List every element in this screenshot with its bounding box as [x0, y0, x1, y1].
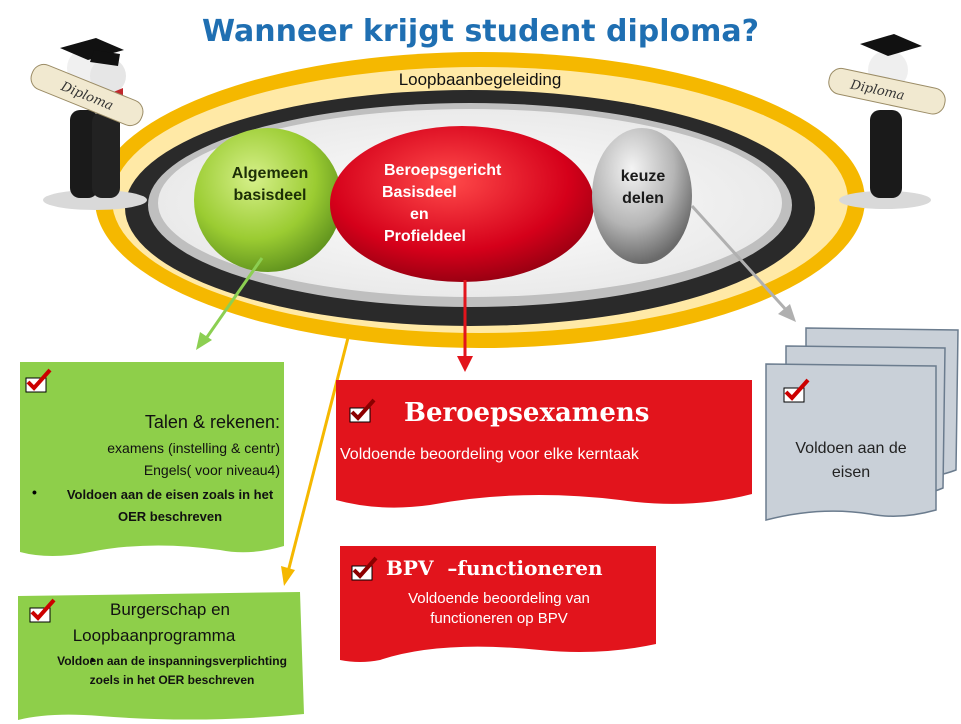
burgerschap-heading1: Burgerschap en — [109, 600, 231, 619]
keuze-text1: Voldoen aan de — [795, 440, 907, 457]
checkbox-check-icon — [350, 556, 380, 582]
graduate-right-icon: Diploma — [828, 34, 946, 209]
talen-box — [20, 362, 284, 556]
bpv-text2: functioneren op BPV — [430, 610, 568, 627]
diagram-title: Wanneer krijgt student diploma? — [201, 14, 760, 49]
beroepsexamens-heading: Beroepsexamens — [404, 398, 650, 428]
keuze-label: keuze delen — [620, 168, 666, 207]
checkbox-check-icon — [28, 598, 58, 624]
bpv-text1: Voldoende beoordeling van — [408, 590, 590, 607]
checkbox-check-icon — [24, 368, 54, 394]
algemeen-label: Algemeen basisdeel — [231, 165, 309, 204]
checkbox-check-icon — [348, 398, 378, 424]
beroeps-label: Beroepsgericht Basisdeel en Profieldeel — [382, 162, 502, 245]
burgerschap-bullet-dot: • — [90, 652, 95, 667]
keuze-documents — [765, 327, 959, 521]
keuze-circle — [592, 128, 692, 264]
beroeps-circle — [330, 126, 594, 282]
bpv-heading: BPV –functioneren — [386, 556, 603, 580]
talen-heading: Talen & rekenen: — [144, 412, 280, 432]
loopbaanbegeleiding-label: Loopbaanbegeleiding — [398, 70, 562, 89]
talen-bullet-dot: • — [32, 484, 37, 500]
beroepsexamens-box — [336, 380, 752, 508]
talen-bullet: Voldoen aan de eisen zoals in het OER be… — [66, 487, 274, 524]
keuze-text2: eisen — [831, 464, 871, 481]
talen-line2: Engels( voor niveau4) — [143, 462, 280, 478]
burgerschap-bullet: Voldoen aan de inspanningsverplichting z… — [57, 654, 287, 687]
bpv-box — [340, 546, 656, 662]
burgerschap-box — [18, 592, 304, 720]
talen-line1: examens (instelling & centr) — [107, 440, 280, 456]
burgerschap-heading2: Loopbaanprogramma — [72, 626, 236, 645]
checkbox-check-icon — [782, 378, 812, 404]
algemeen-circle — [194, 128, 342, 272]
beroepsexamens-text: Voldoende beoordeling voor elke kerntaak — [340, 446, 639, 463]
